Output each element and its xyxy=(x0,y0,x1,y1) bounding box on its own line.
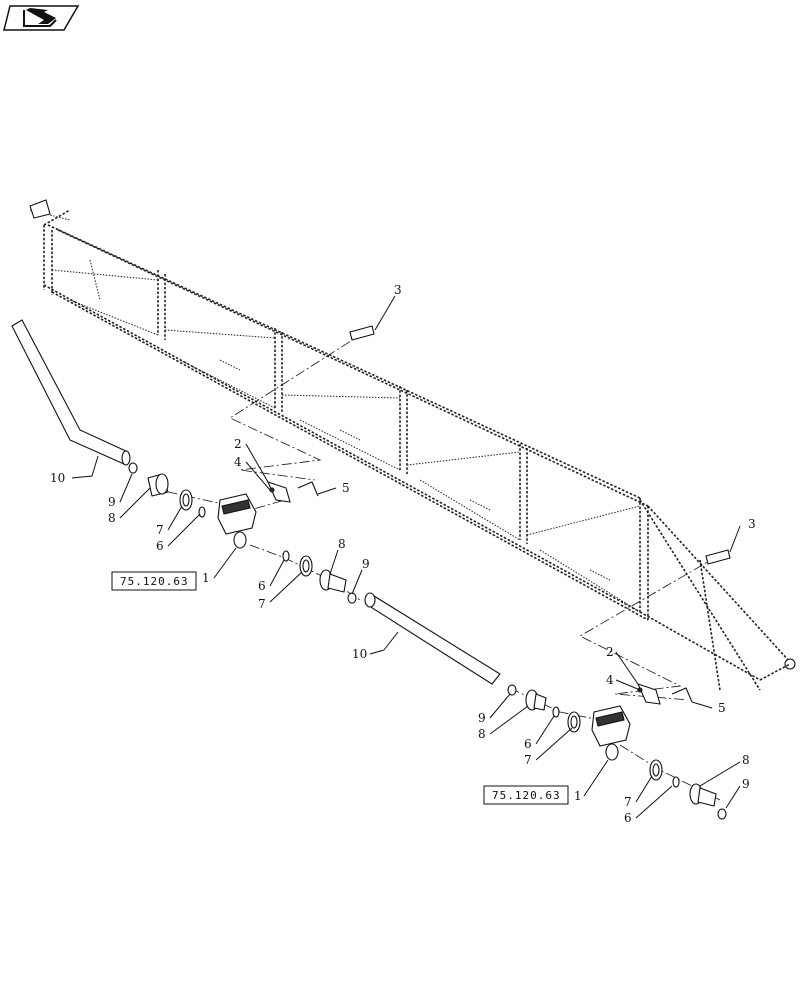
u-bolt-left-3 xyxy=(349,325,375,341)
hose-right xyxy=(364,592,501,685)
hose-left xyxy=(11,319,131,466)
bracket-left-2 xyxy=(266,481,291,503)
callout-8: 8 xyxy=(478,727,486,741)
coupler-far-8 xyxy=(689,783,717,807)
reference-label: 75.120.63 xyxy=(492,789,561,802)
alignment-lines xyxy=(149,331,721,801)
ring-right-7 xyxy=(567,711,581,733)
callout-3: 3 xyxy=(394,283,402,297)
callout-9: 9 xyxy=(478,711,486,725)
reference-label: 75.120.63 xyxy=(120,575,189,588)
callout-7: 7 xyxy=(624,795,632,809)
valve-right-1 xyxy=(591,705,631,761)
bracket-right-2 xyxy=(636,683,661,705)
callout-8: 8 xyxy=(108,511,116,525)
callout-7: 7 xyxy=(258,597,266,611)
nav-button[interactable] xyxy=(3,5,80,31)
callout-6: 6 xyxy=(258,579,266,593)
leader-lines xyxy=(71,295,741,819)
callout-10: 10 xyxy=(50,471,65,485)
callout-2: 2 xyxy=(606,645,614,659)
callout-8: 8 xyxy=(338,537,346,551)
boom-frame xyxy=(29,199,796,691)
callout-9: 9 xyxy=(742,777,750,791)
callout-6: 6 xyxy=(524,737,532,751)
callout-10: 10 xyxy=(352,647,367,661)
coupler-left-8 xyxy=(147,473,169,497)
clip-far-6 xyxy=(672,776,680,788)
callout-6: 6 xyxy=(624,811,632,825)
ring-mid-7 xyxy=(299,555,313,577)
coupler-mid-8 xyxy=(319,569,347,593)
callout-9: 9 xyxy=(362,557,370,571)
callout-2: 2 xyxy=(234,437,242,451)
fitting-far-9 xyxy=(717,808,727,820)
callout-7: 7 xyxy=(156,523,164,537)
coupler-right-8 xyxy=(525,689,547,711)
ring-left-7 xyxy=(179,489,193,511)
clip-mid-6 xyxy=(282,550,290,562)
callout-5: 5 xyxy=(718,701,726,715)
callout-7: 7 xyxy=(524,753,532,767)
callout-5: 5 xyxy=(342,481,350,495)
callout-1: 1 xyxy=(202,571,210,585)
callouts: 10 9 8 7 6 1 2 4 5 6 7 8 9 3 10 9 8 6 7 … xyxy=(50,283,756,825)
callout-9: 9 xyxy=(108,495,116,509)
reference-link-a[interactable]: 75.120.63 xyxy=(111,571,197,591)
clamp-right-5 xyxy=(671,687,693,703)
clamp-left-5 xyxy=(297,481,319,497)
clip-left-6 xyxy=(198,506,206,518)
arrow-right-icon xyxy=(23,8,57,27)
fitting-mid-9 xyxy=(347,592,357,604)
callout-8: 8 xyxy=(742,753,750,767)
fitting-right-9 xyxy=(507,684,517,696)
callout-3: 3 xyxy=(748,517,756,531)
u-bolt-right-3 xyxy=(705,549,731,565)
ring-far-7 xyxy=(649,759,663,781)
callout-4: 4 xyxy=(606,673,614,687)
reference-link-b[interactable]: 75.120.63 xyxy=(483,785,569,805)
valve-left-1 xyxy=(217,493,257,549)
callout-4: 4 xyxy=(234,455,242,469)
clip-right-6 xyxy=(552,706,560,718)
callout-6: 6 xyxy=(156,539,164,553)
fitting-left-9 xyxy=(128,462,138,474)
callout-1: 1 xyxy=(574,789,582,803)
